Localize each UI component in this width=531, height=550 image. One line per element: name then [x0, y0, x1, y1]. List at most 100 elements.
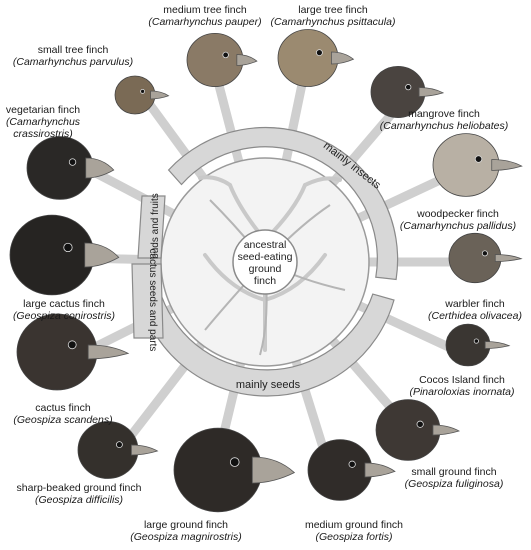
common-name: woodpecker finch — [400, 208, 516, 220]
band-label-cactus: cactus seeds and parts — [147, 249, 158, 352]
center-line-1: ancestral — [244, 239, 287, 251]
label-small-ground-finch: small ground finch (Geospiza fuliginosa) — [405, 466, 504, 490]
scientific-name: (Geospiza magnirostris) — [130, 531, 241, 543]
beak — [85, 243, 119, 267]
label-small-tree-finch: small tree finch (Camarhynchus parvulus) — [13, 44, 133, 68]
eye — [223, 52, 229, 58]
common-name: warbler finch — [428, 298, 522, 310]
common-name: small tree finch — [13, 44, 133, 56]
finch-head-warbler-finch — [449, 233, 521, 282]
eye — [406, 84, 411, 89]
eye — [475, 156, 482, 163]
finch-head-vegetarian-finch — [27, 137, 114, 200]
common-name: large cactus finch — [13, 298, 115, 310]
label-large-tree-finch: large tree finch (Camarhynchus psittacul… — [271, 4, 396, 28]
scientific-name: (Certhidea olivacea) — [428, 310, 522, 322]
common-name: mangrove finch — [380, 108, 508, 120]
head — [308, 440, 372, 501]
center-line-4: finch — [254, 275, 276, 287]
head — [78, 422, 138, 479]
label-sharp-beaked-ground-finch: sharp-beaked ground finch (Geospiza diff… — [17, 482, 142, 506]
finch-head-small-tree-finch — [115, 76, 169, 114]
scientific-name: (Geospiza conirostris) — [13, 310, 115, 322]
common-name: cactus finch — [13, 402, 112, 414]
common-name: small ground finch — [405, 466, 504, 478]
beak — [495, 255, 521, 262]
head — [433, 134, 499, 197]
scientific-name: (Camarhynchus pallidus) — [400, 220, 516, 232]
head — [115, 76, 155, 114]
beak — [86, 158, 114, 178]
eye — [316, 50, 322, 56]
head — [278, 30, 338, 87]
label-cactus-finch: cactus finch (Geospiza scandens) — [13, 402, 112, 426]
common-name: sharp-beaked ground finch — [17, 482, 142, 494]
beak — [88, 345, 128, 359]
label-vegetarian-finch: vegetarian finch (Camarhynchus crassiros… — [0, 104, 88, 140]
label-cocos-island-finch: Cocos Island finch (Pinaroloxias inornat… — [409, 374, 514, 398]
scientific-name: (Pinaroloxias inornata) — [409, 386, 514, 398]
finch-head-medium-ground-finch — [308, 440, 395, 501]
scientific-name: (Camarhynchus crassirostris) — [0, 116, 88, 140]
label-warbler-finch: warbler finch (Certhidea olivacea) — [428, 298, 522, 322]
scientific-name: (Geospiza fuliginosa) — [405, 478, 504, 490]
finch-head-large-cactus-finch — [10, 215, 119, 295]
beak — [331, 52, 353, 64]
common-name: large tree finch — [271, 4, 396, 16]
head — [376, 400, 440, 461]
beak — [151, 91, 169, 99]
finch-head-medium-tree-finch — [187, 33, 257, 86]
finch-head-woodpecker-finch — [433, 134, 522, 197]
label-medium-tree-finch: medium tree finch (Camarhynchus pauper) — [148, 4, 261, 28]
head — [17, 314, 97, 390]
common-name: medium ground finch — [305, 519, 403, 531]
finch-head-small-ground-finch — [376, 400, 459, 461]
beak — [131, 445, 157, 455]
finch-head-large-tree-finch — [278, 30, 353, 87]
beak — [419, 88, 443, 97]
center-line-3: ground — [249, 263, 282, 275]
finch-head-cocos-island-finch — [446, 324, 509, 366]
common-name: Cocos Island finch — [409, 374, 514, 386]
scientific-name: (Geospiza difficilis) — [17, 494, 142, 506]
label-medium-ground-finch: medium ground finch (Geospiza fortis) — [305, 519, 403, 543]
band-label-seeds: mainly seeds — [236, 379, 301, 391]
eye — [230, 458, 239, 467]
common-name: medium tree finch — [148, 4, 261, 16]
eye — [482, 251, 487, 256]
scientific-name: (Camarhynchus pauper) — [148, 16, 261, 28]
scientific-name: (Camarhynchus parvulus) — [13, 56, 133, 68]
finch-head-sharp-beaked-ground-finch — [78, 422, 157, 479]
beak — [237, 55, 257, 66]
eye — [349, 461, 355, 467]
eye — [116, 442, 122, 448]
scientific-name: (Camarhynchus heliobates) — [380, 120, 508, 132]
center-line-2: seed-eating — [238, 251, 293, 263]
common-name: large ground finch — [130, 519, 241, 531]
head — [187, 33, 243, 86]
eye — [141, 89, 145, 93]
label-mangrove-finch: mangrove finch (Camarhynchus heliobates) — [380, 108, 508, 132]
beak — [365, 463, 395, 477]
head — [27, 137, 93, 200]
beak — [485, 342, 509, 349]
label-large-ground-finch: large ground finch (Geospiza magnirostri… — [130, 519, 241, 543]
label-woodpecker-finch: woodpecker finch (Camarhynchus pallidus) — [400, 208, 516, 232]
beak — [252, 457, 294, 483]
eye — [69, 159, 76, 166]
eye — [64, 243, 72, 251]
eye — [417, 421, 423, 427]
head — [174, 428, 262, 512]
common-name: vegetarian finch — [0, 104, 88, 116]
eye — [68, 341, 76, 349]
head — [449, 233, 501, 282]
beak — [433, 425, 459, 435]
scientific-name: (Camarhynchus psittacula) — [271, 16, 396, 28]
beak — [492, 160, 522, 171]
head — [446, 324, 490, 366]
finch-head-large-ground-finch — [174, 428, 294, 512]
finch-head-cactus-finch — [17, 314, 128, 390]
scientific-name: (Geospiza fortis) — [305, 531, 403, 543]
